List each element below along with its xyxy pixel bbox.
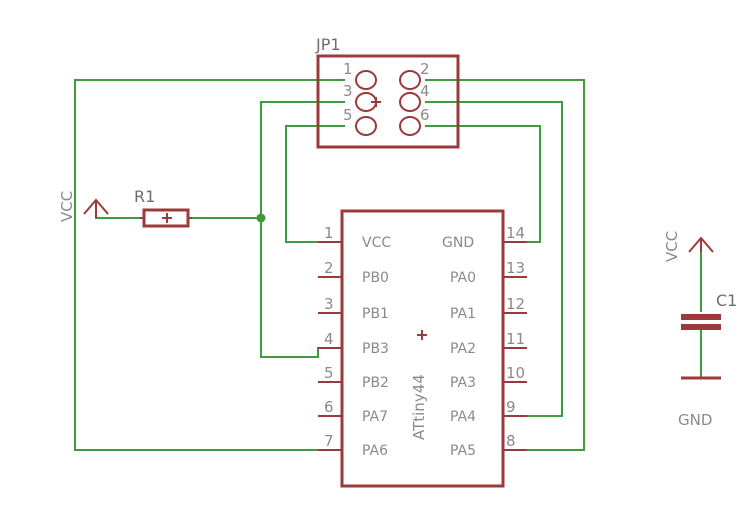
ic-pin-name: PA7 <box>362 409 388 425</box>
jp1-pin-1: 1 <box>343 60 353 78</box>
jp1-header[interactable]: JP1 1 2 3 4 5 6 <box>315 35 460 149</box>
capacitor-c1[interactable]: VCC C1 GND <box>663 231 737 429</box>
ic-pin-num: 13 <box>506 259 525 277</box>
ic-pin-name: PA6 <box>362 443 388 459</box>
c1-plate-bottom <box>681 324 721 330</box>
ic-pin-name: PB3 <box>362 341 389 357</box>
c1-plate-top <box>681 314 721 320</box>
ic-pin-name: PB2 <box>362 375 389 391</box>
ic-pin-num: 9 <box>506 398 516 416</box>
ic-pin-name: GND <box>442 235 474 251</box>
ic-pin-num: 4 <box>324 330 334 348</box>
vcc-supply-left[interactable]: VCC <box>58 191 109 222</box>
wire-pin6-gnd <box>425 125 541 243</box>
junction-dot <box>256 213 266 223</box>
ic-pin-num: 5 <box>324 364 334 382</box>
jp1-pin-4: 4 <box>420 82 430 100</box>
ic-pin-name: PA1 <box>450 306 476 322</box>
ic-pin-num: 2 <box>324 259 334 277</box>
ic-center-mark <box>417 330 427 340</box>
ic-pin-name: PB1 <box>362 306 389 322</box>
ic-pin-name: PA3 <box>450 375 476 391</box>
ic-pin-num: 1 <box>324 224 334 242</box>
r1-ref: R1 <box>134 187 155 206</box>
jp1-ref: JP1 <box>315 35 341 54</box>
ic-pin-num: 3 <box>324 295 334 313</box>
jp1-pin-6: 6 <box>420 106 430 124</box>
jp1-pin-2: 2 <box>420 60 430 78</box>
ic-pin-num: 8 <box>506 432 516 450</box>
ic-pin-name: PA0 <box>450 270 476 286</box>
ic-pin-num: 7 <box>324 432 334 450</box>
jp1-pin-5: 5 <box>343 106 353 124</box>
ic-pin-num: 6 <box>324 398 334 416</box>
jp1-pads <box>355 70 421 136</box>
ic-pin-name: PA5 <box>450 443 476 459</box>
ic-part-label: ATtiny44 <box>410 374 428 440</box>
c1-ref: C1 <box>716 291 737 310</box>
wire-pin1-pa6 <box>74 79 345 451</box>
resistor-r1[interactable]: R1 <box>134 187 192 228</box>
c1-gnd-label: GND <box>678 411 712 429</box>
wires <box>74 79 702 451</box>
ic-pin-name: PA4 <box>450 409 476 425</box>
ic-attiny44[interactable]: ATtiny44 1 2 3 4 5 6 7 VCC <box>318 209 527 488</box>
ic-pin-num: 11 <box>506 330 525 348</box>
jp1-body <box>316 54 460 149</box>
ic-left-pins <box>318 241 342 451</box>
ic-pin-name: PA2 <box>450 341 476 357</box>
ic-pin-num: 12 <box>506 295 525 313</box>
wire-pin4-pa4 <box>425 101 563 417</box>
ic-pin-num: 10 <box>506 364 525 382</box>
jp1-pin-3: 3 <box>343 82 353 100</box>
wire-vcc-r1 <box>95 215 140 219</box>
ic-pin-num: 14 <box>506 224 525 242</box>
c1-vcc-label: VCC <box>663 231 681 262</box>
wire-pin5-vcc <box>285 125 345 243</box>
ic-pin-name: PB0 <box>362 270 389 286</box>
ic-right-pins <box>503 241 527 451</box>
ic-pin-name: VCC <box>362 235 391 251</box>
vcc-left-label: VCC <box>58 191 76 222</box>
wire-pin2-pa5 <box>425 79 585 451</box>
